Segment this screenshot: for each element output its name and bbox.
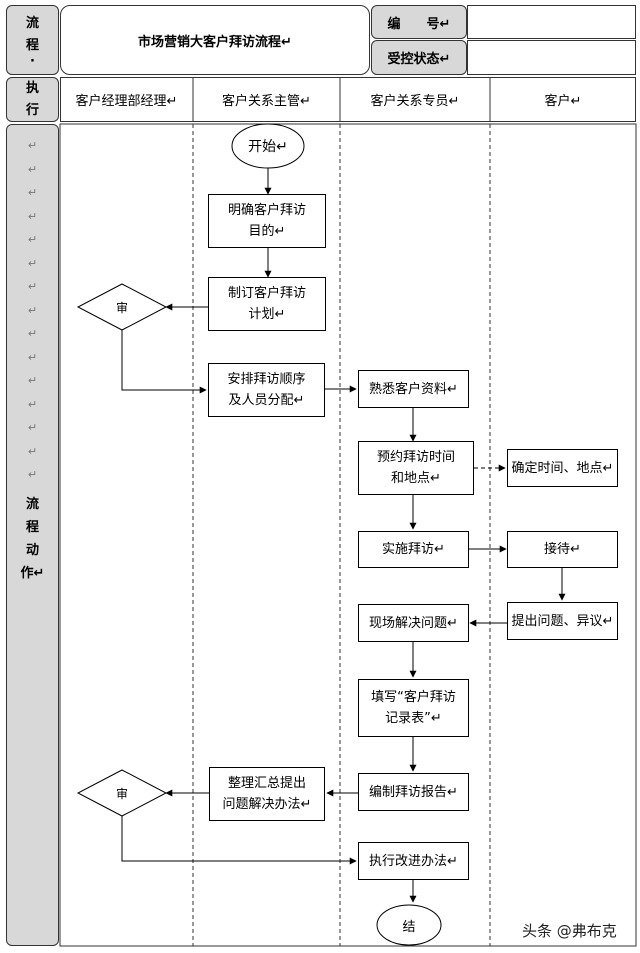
process-label-char-1: 流 (25, 16, 39, 31)
step-execute: 执行改进办法↵ (358, 842, 469, 880)
flow-action-char-4: 作↵ (20, 565, 45, 581)
executor-label-cell: 执 行 (6, 77, 59, 122)
end-label: 结 (402, 919, 416, 935)
step-implement: 实施拜访↵ (358, 531, 469, 568)
step-arrange-line-1: 安排拜访顺序 (227, 372, 306, 387)
step-make-plan-line-1: 制订客户拜访 (227, 286, 306, 301)
mark-10: ↵ (27, 350, 38, 364)
number-label: 编 号↵ (371, 5, 467, 39)
step-appointment-line-2: 和地点↵ (391, 471, 441, 486)
status-label: 受控状态↵ (371, 40, 467, 75)
step-make-plan: 制订客户拜访 计划↵ (208, 277, 326, 331)
mark-2: ↵ (27, 162, 38, 176)
step-fill-record-line-2: 记录表”↵ (385, 711, 442, 726)
mark-12: ↵ (27, 397, 38, 411)
step-appointment-line-1: 预约拜访时间 (376, 450, 455, 465)
step-fill-record: 填写“客户拜访 记录表”↵ (358, 679, 469, 737)
mark-5: ↵ (27, 233, 38, 246)
step-familiarize: 熟悉客户资料↵ (358, 370, 469, 408)
number-value-cell (467, 5, 636, 39)
step-appointment: 预约拜访时间 和地点↵ (358, 441, 474, 495)
mark-3: ↵ (27, 186, 38, 199)
lane-header-supervisor: 客户关系主管↵ (222, 94, 311, 109)
page-title: 市场营销大客户拜访流程↵ (60, 5, 370, 75)
process-label-char-2: 程 (25, 38, 39, 53)
lane-header-row (60, 77, 636, 122)
review-decision-1-label: 审 (115, 300, 128, 315)
step-define-purpose: 明确客户拜访 目的↵ (208, 194, 326, 248)
review-decision-1 (76, 283, 168, 331)
mark-4: ↵ (27, 209, 38, 223)
watermark: 头条 @弗布克 (522, 922, 617, 940)
step-define-purpose-line-2: 目的↵ (248, 224, 286, 239)
end-terminator (376, 904, 442, 946)
flow-action-char-2: 程 (25, 519, 39, 535)
process-label-char-3: · (30, 54, 35, 69)
lane-header-manager: 客户经理部经理↵ (75, 94, 178, 109)
step-summarize: 整理汇总提出 问题解决办法↵ (209, 767, 325, 821)
mark-11: ↵ (27, 374, 38, 387)
step-solve-onsite: 现场解决问题↵ (358, 604, 469, 642)
mark-1: ↵ (27, 139, 38, 152)
connector-review2-to-execute (121, 816, 357, 865)
process-label-cell: 流 程 · (6, 5, 59, 75)
status-value-cell (467, 40, 636, 75)
connector-review1-to-arrange (121, 330, 207, 394)
step-arrange: 安排拜访顺序 及人员分配↵ (208, 363, 325, 417)
start-terminator (231, 123, 305, 169)
lane-header-customer: 客户↵ (544, 94, 582, 109)
flow-action-column (6, 124, 59, 946)
review-decision-2 (76, 769, 168, 817)
mark-7: ↵ (27, 280, 38, 293)
step-confirm: 确定时间、地点↵ (507, 449, 618, 487)
step-arrange-line-2: 及人员分配↵ (228, 393, 305, 408)
mark-13: ↵ (27, 421, 38, 434)
start-label: 开始↵ (248, 139, 288, 155)
step-define-purpose-line-1: 明确客户拜访 (227, 203, 306, 218)
step-reception: 接待↵ (507, 531, 618, 568)
review-decision-2-label: 审 (115, 786, 128, 801)
mark-9: ↵ (27, 327, 38, 340)
mark-14: ↵ (27, 444, 38, 458)
step-summarize-line-1: 整理汇总提出 (227, 776, 306, 791)
flow-action-marks: ↵ ↵ ↵ ↵ ↵ ↵ ↵ ↵ ↵ ↵ ↵ ↵ ↵ ↵ ↵ 流 程 动 作↵ (6, 134, 59, 585)
mark-8: ↵ (27, 303, 38, 317)
step-summarize-line-2: 问题解决办法↵ (222, 797, 312, 812)
step-compile-report: 编制拜访报告↵ (358, 773, 469, 811)
executor-label-char-2: 行 (25, 102, 39, 118)
lane-header-specialist: 客户关系专员↵ (370, 94, 460, 109)
step-make-plan-line-2: 计划↵ (248, 307, 286, 322)
step-fill-record-line-1: 填写“客户拜访 (371, 690, 456, 705)
mark-6: ↵ (27, 256, 38, 270)
executor-label-char-1: 执 (25, 80, 39, 96)
mark-15: ↵ (27, 468, 38, 481)
step-raise-issues: 提出问题、异议↵ (507, 602, 618, 640)
flow-action-char-1: 流 (25, 496, 39, 512)
flow-action-char-3: 动 (25, 542, 39, 558)
